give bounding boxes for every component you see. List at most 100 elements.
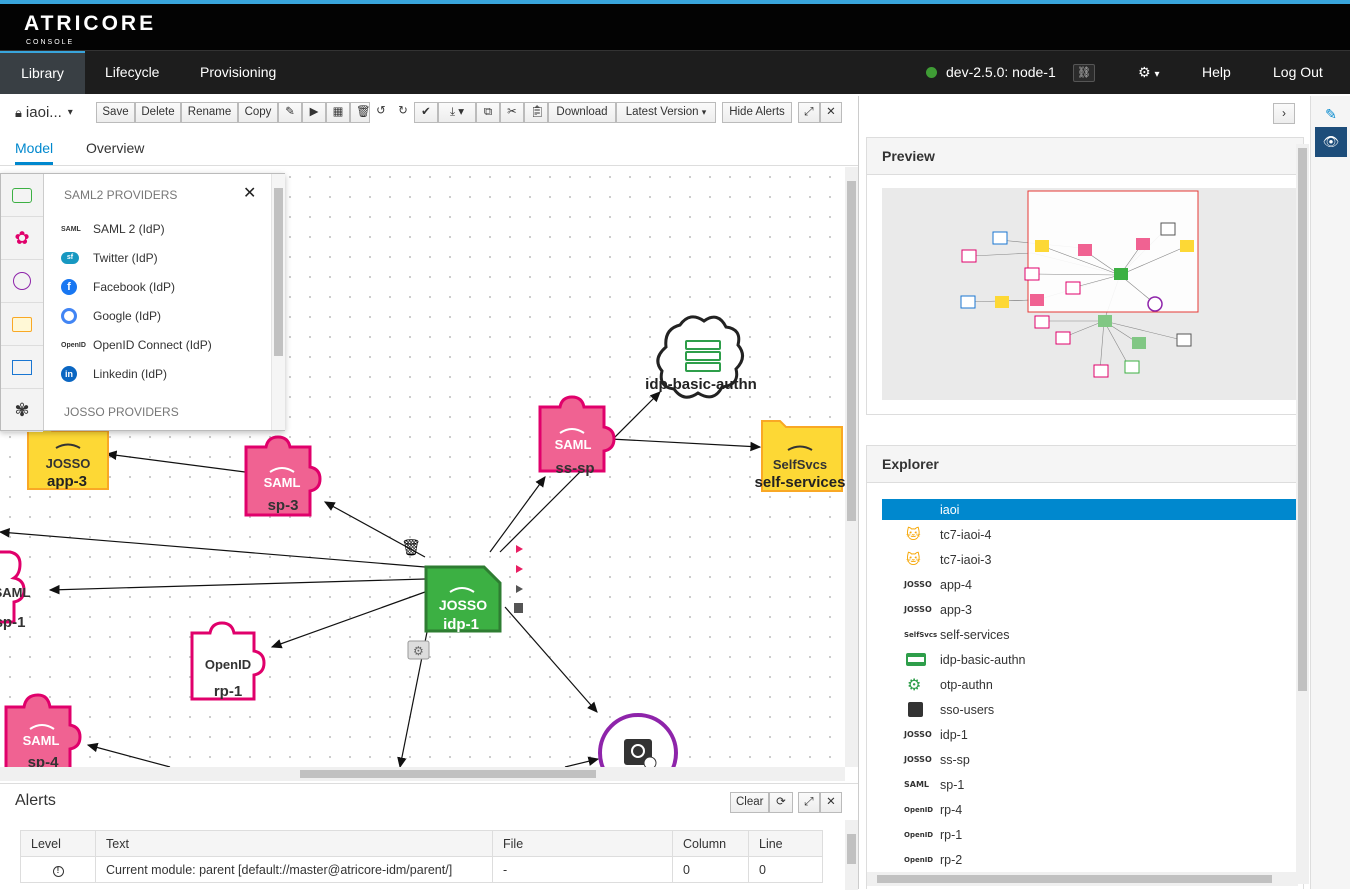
hide-alerts-button[interactable]: Hide Alerts (722, 102, 792, 123)
nav-lifecycle[interactable]: Lifecycle (105, 64, 160, 80)
refresh-icon[interactable]: ⟳ (769, 792, 793, 813)
paste-icon[interactable]: 📋︎ (524, 102, 548, 123)
node-sp-3[interactable]: SAML sp-3 (244, 435, 322, 517)
palette-category-directory[interactable] (1, 260, 43, 303)
josso-icon: JOSSO (904, 580, 932, 589)
settings-menu[interactable]: ⚙ ▾ (1138, 51, 1159, 94)
nav-help[interactable]: Help (1202, 64, 1231, 80)
grid-icon[interactable]: ▦ (326, 102, 350, 123)
directory-handle[interactable] (514, 603, 523, 613)
node-app-3[interactable]: JOSSO app-3 (27, 424, 109, 490)
rename-button[interactable]: Rename (181, 102, 238, 123)
eraser-icon[interactable]: ✎ (278, 102, 302, 123)
column-header-column[interactable]: Column (672, 830, 749, 857)
connector-handle[interactable] (516, 545, 523, 553)
palette-category-authn[interactable]: ✾ (1, 389, 43, 432)
explorer-item[interactable]: ⚙otp-authn (882, 674, 1296, 695)
table-row[interactable]: ! Current module: parent [default://mast… (20, 856, 823, 883)
export-dropdown-icon[interactable]: ⤓ ▾ (438, 102, 476, 123)
josso-icon: JOSSO (904, 730, 932, 739)
edge-idp1-left (0, 528, 426, 568)
preview-minimap[interactable] (882, 188, 1298, 400)
node-rp-1[interactable]: OpenID rp-1 (190, 621, 266, 701)
trash-icon[interactable]: 🗑︎ (350, 102, 371, 123)
node-idp-1[interactable]: JOSSO idp-1 🗑︎ ⚙ (401, 539, 523, 660)
nav-provisioning[interactable]: Provisioning (200, 64, 277, 80)
node-sp-1[interactable]: SAML sp-1 (0, 550, 30, 631)
palette-scrollbar[interactable] (271, 174, 285, 430)
save-button[interactable]: Save (96, 102, 135, 123)
close-icon[interactable]: ✕ (820, 792, 842, 813)
redo-icon[interactable]: ↻ (398, 105, 408, 117)
expand-icon[interactable]: ⤢ (798, 102, 820, 123)
node-sp-4[interactable]: SAML sp-4 (4, 693, 82, 767)
right-panel-scrollbar[interactable] (1296, 144, 1309, 884)
play-icon[interactable]: ▶ (302, 102, 326, 123)
tab-model[interactable]: Model (15, 140, 54, 165)
column-header-text[interactable]: Text (95, 830, 493, 857)
eye-icon[interactable]: 👁︎ (1315, 127, 1347, 157)
copy-button[interactable]: Copy (238, 102, 278, 123)
delete-button[interactable]: Delete (135, 102, 181, 123)
tab-overview[interactable]: Overview (86, 140, 145, 156)
explorer-item[interactable]: idp-basic-authn (882, 649, 1296, 670)
column-header-line[interactable]: Line (748, 830, 823, 857)
collapse-panel-button[interactable]: › (1273, 103, 1295, 124)
nav-library[interactable]: Library (0, 51, 85, 94)
explorer-item-root[interactable]: iaoi (882, 499, 1296, 520)
palette-item-google-idp[interactable]: Google (IdP) (61, 304, 161, 328)
node-idp-basic-authn[interactable]: idp-basic-authn (645, 315, 757, 399)
canvas-vertical-scrollbar[interactable] (845, 167, 858, 767)
node-self-services[interactable]: SelfSvcs self-services (755, 420, 845, 492)
expand-icon[interactable]: ⤢ (798, 792, 820, 813)
download-button[interactable]: Download (548, 102, 616, 123)
trash-icon[interactable]: 🗑︎ (401, 539, 421, 557)
node-ss-sp[interactable]: SAML ss-sp (538, 395, 616, 477)
explorer-item[interactable]: 🐱︎tc7-iaoi-4 (882, 524, 1296, 545)
undo-icon[interactable]: ↺ (376, 105, 386, 117)
clone-icon[interactable]: ⧉ (476, 102, 500, 123)
validate-icon[interactable]: ✔ (414, 102, 438, 123)
alerts-scrollbar[interactable] (845, 820, 858, 890)
latest-version-dropdown[interactable]: Latest Version ▾ (616, 102, 716, 123)
edge-bottom (564, 756, 600, 767)
close-icon[interactable]: ✕ (243, 185, 257, 202)
edit-icon[interactable]: ✎ (1325, 105, 1337, 122)
node-identity-source[interactable] (598, 713, 678, 767)
explorer-horizontal-scrollbar[interactable] (867, 872, 1298, 886)
palette-category-folder[interactable] (1, 303, 43, 346)
close-icon[interactable]: ✕ (820, 102, 842, 123)
explorer-item[interactable]: sso-users (882, 699, 1296, 720)
connector-handle[interactable] (516, 565, 523, 573)
cut-icon[interactable]: ✂ (500, 102, 524, 123)
nav-logout[interactable]: Log Out (1273, 64, 1323, 80)
unlink-icon[interactable]: ⛓ (1073, 64, 1095, 82)
project-selector[interactable]: 🔒︎ iaoi... ▾ (15, 104, 73, 121)
palette-category-sp[interactable]: ✿ (1, 217, 43, 260)
diagram-canvas[interactable]: idp-basic-authn SAML ss-sp SelfSvcs self… (0, 167, 845, 767)
gears-icon[interactable] (407, 640, 430, 660)
clear-button[interactable]: Clear (730, 792, 769, 813)
explorer-item[interactable]: 🐱︎tc7-iaoi-3 (882, 549, 1296, 570)
column-header-level[interactable]: Level (20, 830, 96, 857)
connector-handle[interactable] (516, 585, 523, 593)
column-header-file[interactable]: File (492, 830, 673, 857)
palette-category-idp[interactable] (1, 174, 43, 217)
canvas-horizontal-scrollbar[interactable] (0, 767, 845, 781)
palette-category-resource[interactable] (1, 346, 43, 389)
